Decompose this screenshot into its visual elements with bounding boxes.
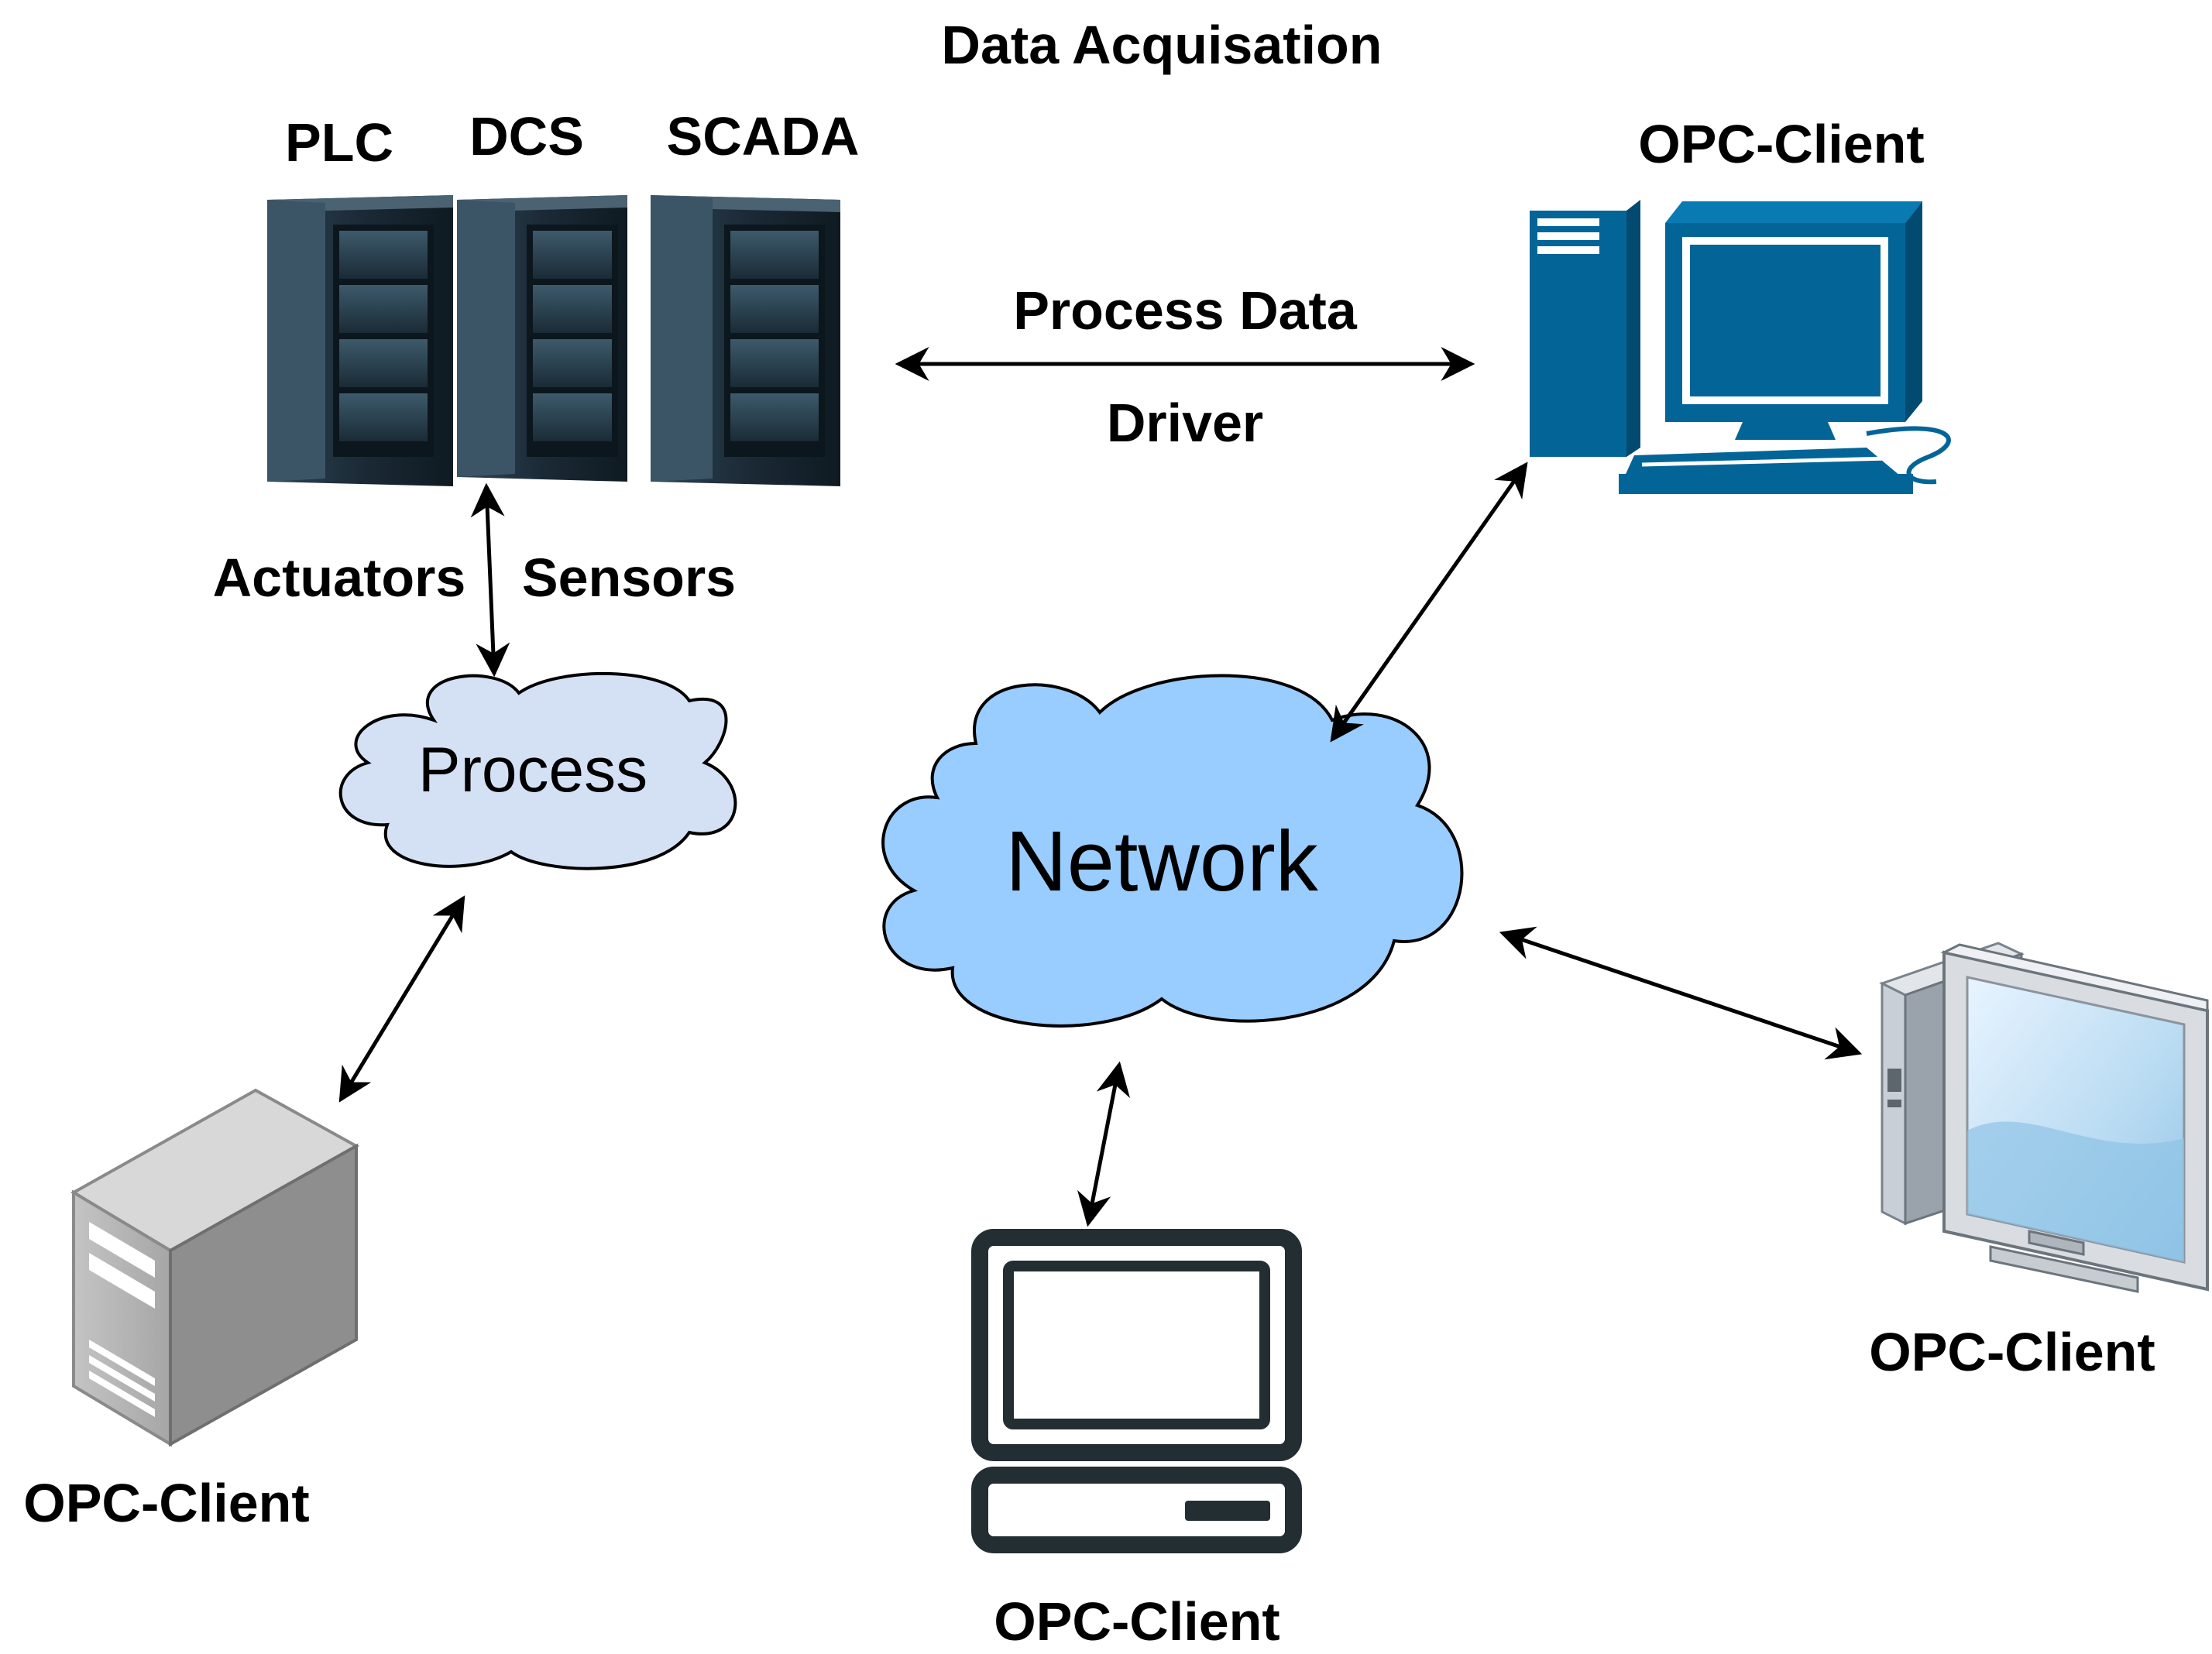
actuators-label: Actuators	[213, 547, 466, 608]
diagram-title: Data Acquisation	[941, 15, 1382, 75]
workstation-monitor-icon	[1879, 942, 2209, 1293]
network-to-top-right-client-arrow	[1330, 462, 1528, 743]
network-to-right-client-arrow	[1499, 926, 1863, 1060]
opc-client-right-label: OPC-Client	[1869, 1322, 2155, 1382]
dcs-server-rack-icon	[457, 195, 627, 482]
opc-client-bottom-left-label: OPC-Client	[23, 1473, 309, 1533]
tower-server-icon	[70, 1088, 360, 1447]
terminal-computer-icon	[971, 1229, 1302, 1553]
scada-label: SCADA	[667, 106, 860, 166]
process-cloud: Process	[338, 671, 737, 870]
network-to-bottom-center-client-arrow	[1077, 1061, 1131, 1227]
opc-client-bottom-center-label: OPC-Client	[994, 1591, 1279, 1652]
desktop-computer-icon	[1530, 200, 1951, 494]
plc-label: PLC	[285, 112, 393, 173]
servers-to-process-arrow	[470, 482, 510, 678]
driver-label: Driver	[1107, 393, 1263, 453]
scada-server-rack-icon	[651, 195, 840, 486]
dcs-label: DCS	[469, 106, 584, 166]
network-cloud-label: Network	[1005, 814, 1318, 909]
sensors-label: Sensors	[522, 547, 736, 608]
process-data-label: Process Data	[1013, 280, 1358, 341]
plc-server-rack-icon	[267, 195, 453, 486]
process-to-bottom-left-client-arrow	[338, 895, 465, 1103]
process-cloud-label: Process	[418, 735, 647, 805]
network-cloud: Network	[881, 674, 1464, 1028]
opc-client-top-right-label: OPC-Client	[1638, 114, 1924, 174]
